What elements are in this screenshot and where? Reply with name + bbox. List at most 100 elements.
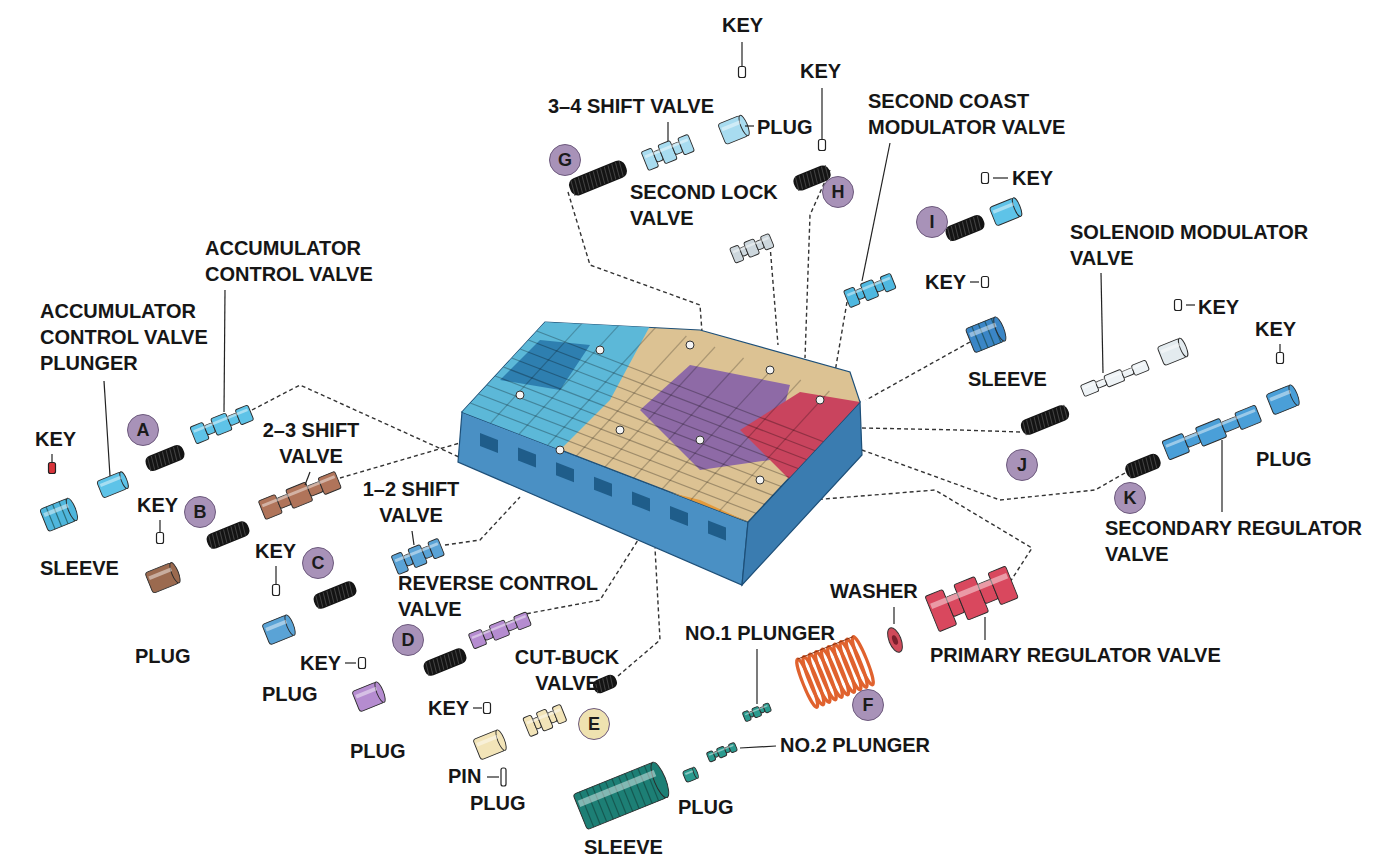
oil-channel-region (560, 470, 748, 522)
retainer-key (982, 173, 989, 184)
leader-lines (52, 42, 1280, 777)
retainer-key (1277, 353, 1284, 364)
plug (262, 614, 297, 645)
callout-letter: C (312, 553, 325, 573)
leader-line (473, 707, 482, 708)
retainer-key (1175, 300, 1182, 311)
part-label: KEY (800, 58, 841, 84)
callout-letter: G (558, 150, 572, 170)
part-highlight (265, 620, 287, 632)
leader-line (224, 290, 225, 412)
spring-coil (605, 677, 611, 689)
part-label: KEY (255, 538, 296, 564)
oil-channel-wall (520, 349, 810, 461)
leader-line (745, 125, 754, 126)
second-lock-valve (730, 233, 775, 264)
leader-line (984, 617, 985, 640)
cut-buck-valve (523, 703, 568, 737)
shift-valve (258, 470, 342, 519)
part-label: NO.1 PLUNGER (685, 620, 835, 646)
part-end-face (1287, 384, 1301, 407)
part-label: PLUG (135, 643, 191, 669)
bolt-hole (756, 476, 764, 484)
part-label: CUT-BUCK VALVE (508, 644, 626, 696)
plug (145, 561, 182, 593)
leader-line (1101, 273, 1103, 373)
part-highlight (476, 735, 498, 747)
part-highlight (685, 770, 693, 775)
part-label: KEY (1012, 165, 1053, 191)
plug (1157, 337, 1190, 366)
spring-coil (601, 678, 607, 690)
valve-body-port (556, 462, 574, 482)
accumulator-sleeve (40, 497, 80, 532)
leader-line (667, 122, 668, 141)
leader-line (970, 281, 979, 282)
spring (1019, 403, 1071, 437)
retainer-key (359, 658, 366, 669)
valve-body-port (632, 491, 650, 511)
callout-circle: J (1006, 449, 1038, 481)
oil-channel-wall (528, 340, 818, 452)
part-end-face (692, 767, 700, 779)
pin (501, 768, 506, 786)
spring-coil (823, 165, 830, 179)
callout-circle: E (578, 708, 610, 740)
valve-land (552, 704, 567, 724)
valve-highlight (526, 708, 561, 724)
washer (885, 626, 906, 655)
part-highlight (1269, 390, 1291, 402)
valve-body-port (708, 521, 726, 541)
leader-line (821, 88, 822, 139)
spring-coil (240, 522, 247, 536)
part-label: PLUG (757, 114, 813, 140)
leader-line (1279, 344, 1280, 352)
assembly-guide-line (618, 548, 660, 676)
part-label: SOLENOID MODULATOR VALVE (1070, 219, 1340, 271)
spring-body (1019, 403, 1071, 437)
spring-body (205, 519, 252, 550)
callout-circle: B (184, 496, 216, 528)
washer-ring (885, 626, 906, 655)
bolt-hole (596, 346, 604, 354)
part-label: PLUG (678, 794, 734, 820)
solenoid-modulator-valve (1080, 359, 1149, 396)
retainer-key (49, 463, 56, 474)
valve-highlight (193, 409, 248, 433)
part-label: WASHER (830, 578, 918, 604)
callout-circle: D (392, 624, 424, 656)
part-label: KEY (925, 269, 966, 295)
spring-body (1123, 452, 1162, 480)
oil-channel-wall (537, 331, 827, 443)
part-label: PLUG (1256, 446, 1312, 472)
leader-line (862, 143, 890, 281)
spring-coil (975, 216, 982, 230)
valve-highlight (745, 705, 768, 715)
oil-channel-region (740, 392, 860, 480)
valve-land (760, 233, 774, 250)
callout-letter: K (1124, 488, 1137, 508)
valve-body-port (594, 477, 612, 497)
assembly-guide-line (340, 440, 470, 478)
callout-circle: A (127, 414, 159, 446)
sleeve (965, 315, 1008, 353)
part-label: KEY (35, 426, 76, 452)
plunger (706, 742, 738, 763)
valve-highlight (262, 475, 335, 507)
regulator-sleeve (573, 760, 672, 830)
retainer-key (739, 67, 746, 78)
assembly-guide-lines (252, 170, 1125, 676)
part-label: KEY (1198, 294, 1239, 320)
assembly-guide-line (835, 302, 847, 372)
spring-body (422, 646, 469, 677)
part-label: PLUG (350, 738, 406, 764)
part-label: REVERSE CONTROL VALVE (398, 570, 613, 622)
assembly-guide-line (770, 245, 778, 345)
part-label: KEY (300, 650, 341, 676)
spring-coil (608, 675, 614, 687)
bolt-hole (686, 341, 694, 349)
callout-circle: F (852, 689, 884, 721)
part-highlight (993, 202, 1015, 213)
leader-line (993, 177, 1008, 178)
